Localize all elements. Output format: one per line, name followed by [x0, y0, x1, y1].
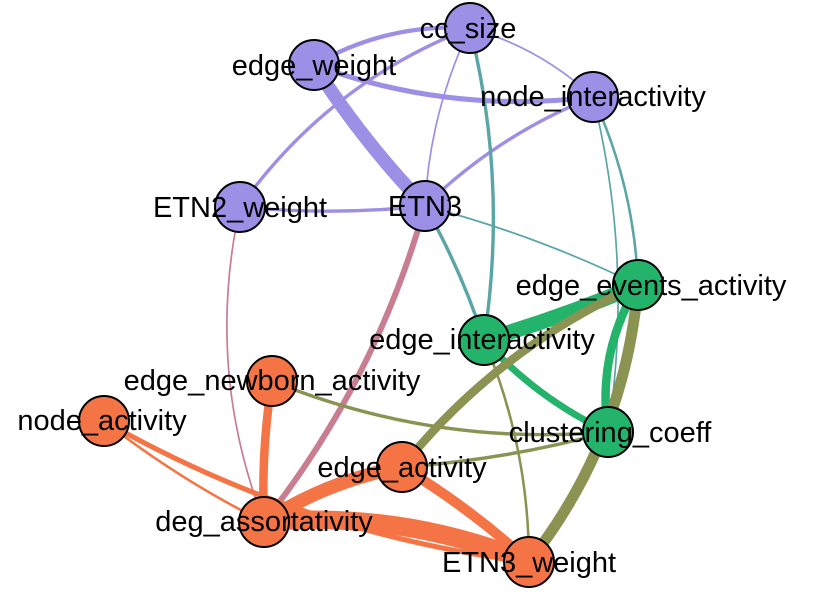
- node-edge_newborn_activity: [246, 355, 298, 407]
- edge-edge_interactivity-ETN3_weight: [482, 338, 531, 564]
- edge-cc_size-ETN3: [424, 27, 471, 207]
- node-label-edge_weight: edge_weight: [232, 50, 396, 82]
- node-ETN3: [399, 180, 451, 232]
- edge-edge_activity-edge_events_activity: [397, 280, 643, 472]
- node-label-edge_interactivity: edge_interactivity: [369, 324, 595, 356]
- edge-ETN3-deg_assortativity: [261, 203, 428, 525]
- node-label-clustering_coeff: clustering_coeff: [509, 417, 713, 449]
- edge-edge_newborn_activity-clustering_coeff: [270, 379, 610, 437]
- node-label-edge_events_activity: edge_events_activity: [516, 270, 787, 302]
- edge-node_activity-ETN3_weight: [101, 418, 532, 565]
- node-label-edge_activity: edge_activity: [317, 452, 487, 484]
- node-node_activity: [78, 395, 130, 447]
- node-deg_assortativity: [238, 496, 290, 548]
- edge-ETN3-edge_events_activity: [424, 205, 639, 286]
- edge-ETN2_weight-deg_assortativity: [226, 206, 265, 523]
- node-label-cc_size: cc_size: [420, 13, 517, 45]
- node-label-ETN2_weight: ETN2_weight: [153, 192, 327, 224]
- edge-cc_size-edge_interactivity: [468, 26, 496, 342]
- edge-edge_weight-node_interactivity: [311, 62, 596, 105]
- edge-deg_assortativity-ETN3_weight: [254, 510, 539, 572]
- node-cc_size: [444, 2, 496, 54]
- edge-node_interactivity-ETN3: [423, 95, 595, 208]
- node-edge_events_activity: [612, 259, 664, 311]
- node-edge_weight: [288, 39, 340, 91]
- edge-edge_weight-ETN3: [307, 58, 432, 213]
- node-ETN3_weight: [503, 536, 555, 588]
- labels-layer: cc_size edge_weight node_interactivityETN2…: [17, 13, 787, 579]
- node-edge_activity: [376, 441, 428, 493]
- node-ETN2_weight: [214, 181, 266, 233]
- node-label-deg_assortativity: deg_assortativity: [155, 506, 373, 538]
- node-label-node_activity: node_activity: [17, 405, 187, 437]
- nodes-layer: [78, 2, 664, 588]
- node-label-ETN3_weight: ETN3_weight: [442, 547, 616, 579]
- node-label-ETN3: ETN3: [388, 191, 462, 223]
- node-edge_interactivity: [458, 314, 510, 366]
- node-node_interactivity: [567, 71, 619, 123]
- node-label-node_interactivity: node_interactivity: [480, 81, 706, 113]
- edge-cc_size-ETN2_weight: [238, 26, 472, 209]
- node-label-edge_newborn_activity: edge_newborn_activity: [124, 365, 421, 397]
- node-clustering_coeff: [582, 406, 634, 458]
